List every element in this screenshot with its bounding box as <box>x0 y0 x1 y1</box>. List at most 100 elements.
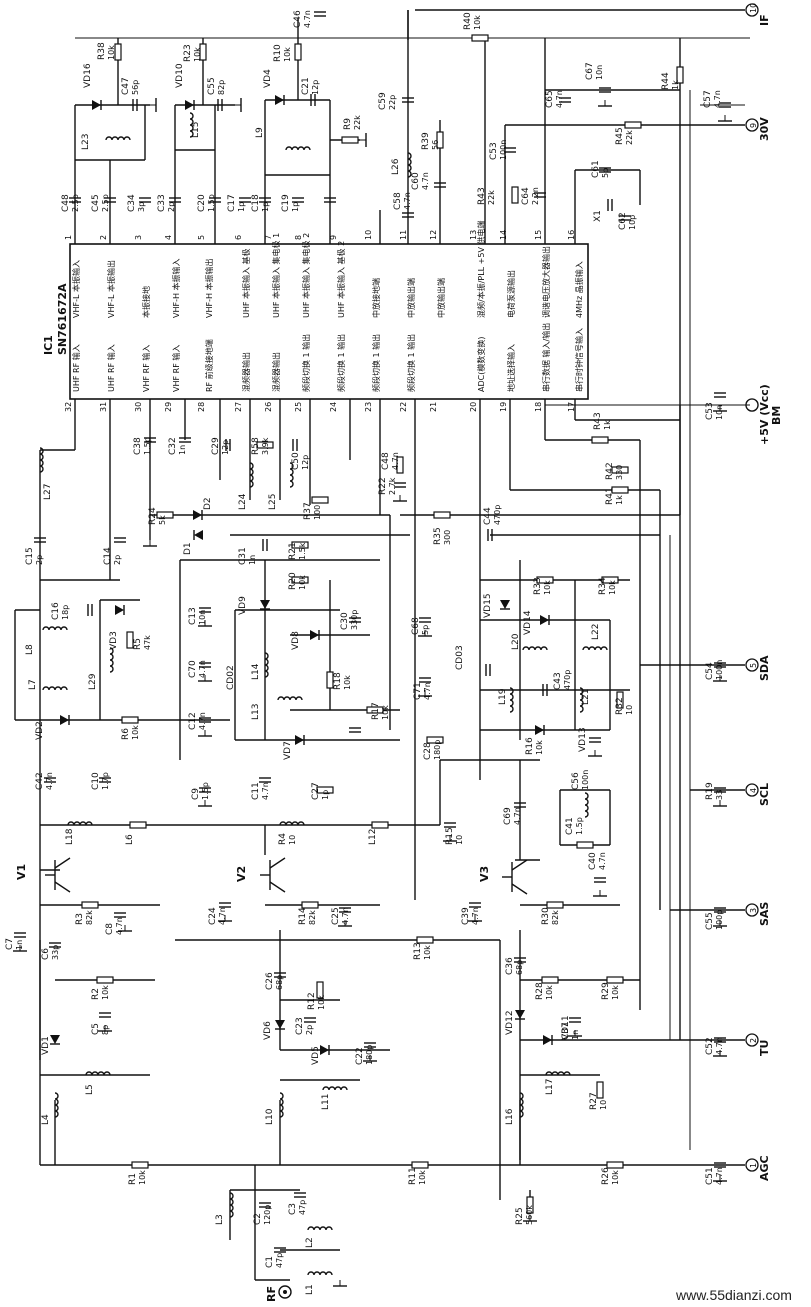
ic1-pin-28-number: 28 <box>197 402 206 412</box>
ic1-pin-4-number: 4 <box>164 235 173 240</box>
part-c5-value: 8p <box>101 1025 110 1035</box>
part-vd7-ref: VD7 <box>283 741 293 760</box>
part-c59-ref: C59 <box>378 92 388 110</box>
part-c5-ref: C5 <box>91 1023 101 1035</box>
part-c23-value: 2p <box>305 1025 314 1035</box>
part-r15-value: 10 <box>455 835 464 845</box>
part-c16-ref: C16 <box>51 602 61 620</box>
part-l20-ref: L20 <box>511 633 521 650</box>
part-c25-value: 4.7n <box>341 907 350 925</box>
top-wiring <box>74 9 750 1150</box>
top-components <box>68 11 732 221</box>
rf-input: RF <box>265 1285 292 1302</box>
part-r26-value: 10k <box>611 1170 620 1185</box>
part-r29-value: 10k <box>611 985 620 1000</box>
ic1-pin-30-label: VHF RF 输入 <box>141 345 151 392</box>
terminal-4-number: 4 <box>749 788 758 793</box>
part-c39-value: 4.7n <box>471 907 480 925</box>
part-r11-ref: R11 <box>408 1167 418 1185</box>
part-r2-ref: R2 <box>91 988 101 1000</box>
part-l24-ref: L24 <box>238 493 248 510</box>
ic1-pin-29-number: 29 <box>164 402 173 412</box>
part-l22-ref: L22 <box>591 624 601 640</box>
part-r35-ref: R35 <box>433 527 443 545</box>
part-c21-value: 12p <box>311 80 320 95</box>
part-vd9-ref: VD9 <box>238 596 248 615</box>
part-c6-value: 33p <box>51 945 60 960</box>
ic1-pin-17-number: 17 <box>567 402 576 412</box>
ic1-pin-29-label: VHF RF 输入 <box>171 345 181 392</box>
terminal-3-number: 3 <box>749 908 758 913</box>
part-r33-value: 10k <box>543 580 552 595</box>
part-d2-ref: D2 <box>203 497 213 510</box>
part-r58-ref: R58 <box>251 437 261 455</box>
part-r27-ref: R27 <box>589 1092 599 1110</box>
part-r28-value: 10k <box>545 985 554 1000</box>
part-r1-value: 10k <box>138 1170 147 1185</box>
ic1-pin-2-label: VHF-L 本振输出 <box>106 260 116 318</box>
part-r4-value: 10 <box>288 835 297 845</box>
part-vd2-ref: VD2 <box>35 721 45 740</box>
ic1-pin-4-label: VHF-H 本振输入 <box>171 258 181 318</box>
part-c3-value: 47p <box>298 1200 307 1215</box>
part-l10-ref: L10 <box>265 1108 275 1125</box>
part-r6-value: 10k <box>131 725 140 740</box>
part-c26-ref: C26 <box>265 972 275 990</box>
part-r13-ref: R13 <box>413 942 423 960</box>
part-c20-value: 1.5p <box>207 194 216 212</box>
ic1-pin-19-label: 地址选择输入 <box>506 344 516 392</box>
ic1-pin-3-label: 本振接地 <box>141 286 151 318</box>
part-r30-value: 82k <box>551 910 560 925</box>
part-c37-ref: C37 <box>561 1022 571 1040</box>
part-c13-value: 10n <box>198 610 207 625</box>
part-r25-ref: R25 <box>515 1207 525 1225</box>
part-c31-ref: C31 <box>238 547 248 565</box>
terminal-8-label: BM <box>770 406 783 425</box>
part-d1-ref: D1 <box>183 542 193 555</box>
part-r3-value: 82k <box>85 910 94 925</box>
part-c53-value: 10n <box>715 405 724 420</box>
part-r17-ref: R17 <box>371 702 381 720</box>
part-r20-value: 10k <box>298 575 307 590</box>
ic1-pin-20-number: 20 <box>469 402 478 412</box>
part-c10-value: 1.7p <box>101 772 110 790</box>
part-c38-value: 1.5p <box>143 437 152 455</box>
ic1-pin-27-number: 27 <box>234 402 243 412</box>
part-r22-ref: R22 <box>378 477 388 495</box>
part-r45-value: 22k <box>625 130 634 145</box>
part-c56-value: 100n <box>581 770 590 790</box>
ic1-pin-21-number: 21 <box>429 402 438 412</box>
ic1-pin-12-label: 中放输出端 <box>436 278 446 318</box>
part-c42-ref: C42 <box>35 772 45 790</box>
part-vd1-ref: VD1 <box>41 1036 51 1055</box>
part-c34-value: 3p <box>137 202 146 212</box>
part-r10-ref: R10 <box>273 44 283 62</box>
part-c53-ref: C53 <box>489 142 499 160</box>
part-c62-value: 10p <box>628 215 637 230</box>
part-c55-ref: C55 <box>705 912 715 930</box>
ic1-pin-22-label: 频段切换 1 输出 <box>406 334 416 392</box>
part-c58-value: 4.7n <box>403 192 412 210</box>
part-c53-ref: C53 <box>705 402 715 420</box>
part-c33-value: 2p <box>167 202 176 212</box>
part-c45-value: 2.5p <box>101 194 110 212</box>
part-r32-ref: R32 <box>615 697 625 715</box>
part-c28-value: 180p <box>433 740 442 760</box>
part-c53-value: 100n <box>499 140 508 160</box>
part-c39-ref: C39 <box>461 907 471 925</box>
ic1-pin-13-label: 混频/本振/PLL +5V 供电端 <box>476 221 486 318</box>
part-c55-ref: C55 <box>207 77 217 95</box>
part-l25-ref: L25 <box>268 494 278 510</box>
part-c70-ref: C70 <box>188 660 198 678</box>
part-c51-value: 4.7n <box>715 1167 724 1185</box>
part-c41-ref: C41 <box>565 817 575 835</box>
part-r20-ref: R20 <box>288 572 298 590</box>
part-r28-ref: R28 <box>535 982 545 1000</box>
part-r3-ref: R3 <box>75 913 85 925</box>
